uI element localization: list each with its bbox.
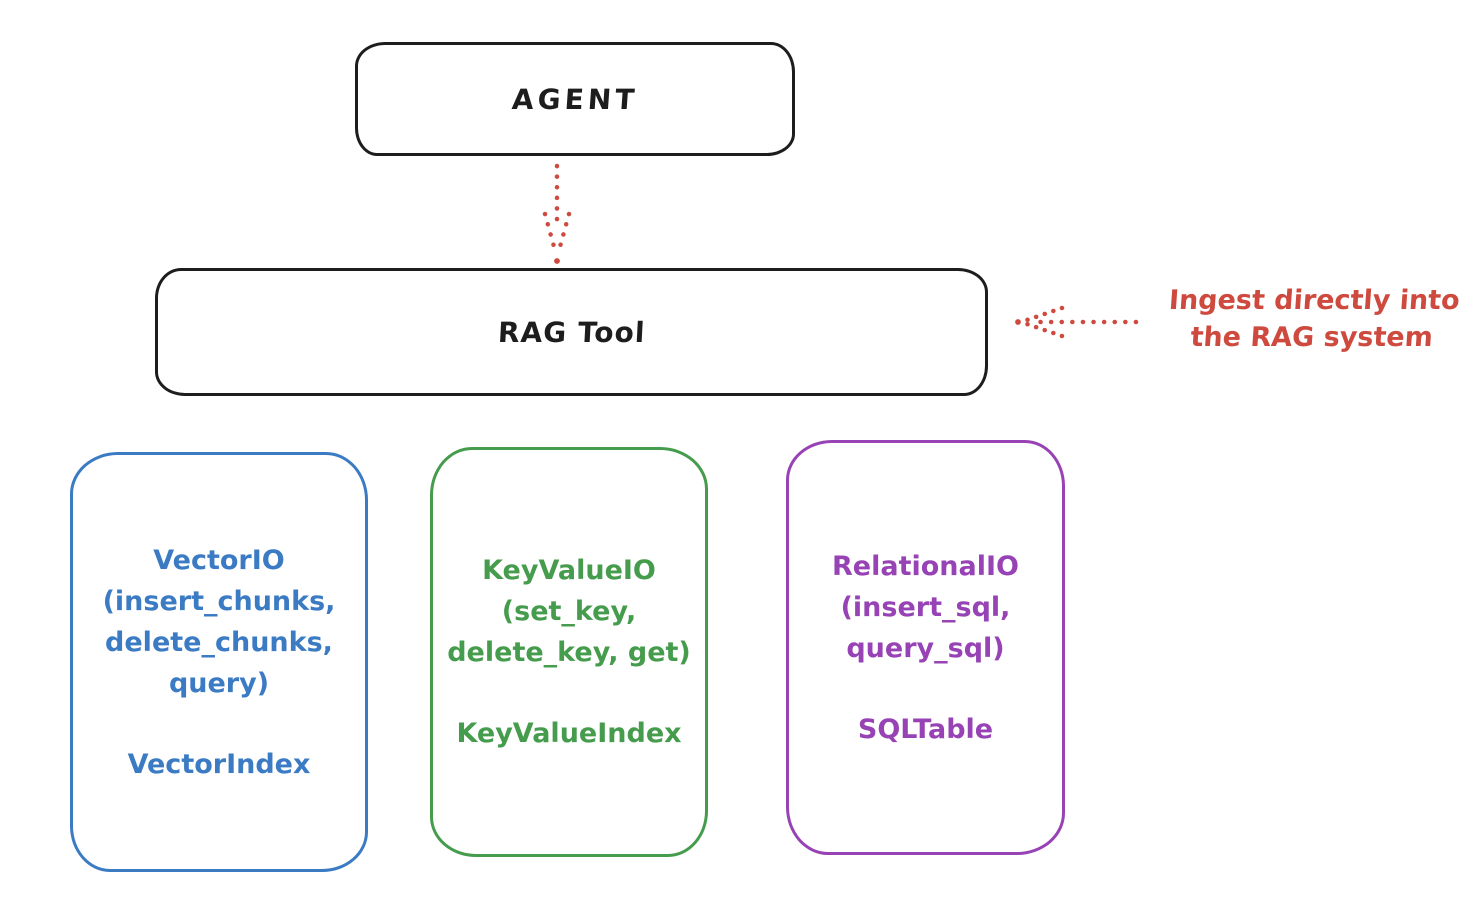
vector-io-title: VectorIO: [153, 544, 285, 576]
relational-io-title: RelationalIO: [832, 550, 1019, 582]
relational-io-methods-line1: (insert_sql,: [840, 591, 1011, 623]
io-box-keyvalue: KeyValueIO (set_key, delete_key, get) Ke…: [430, 447, 708, 857]
vector-io-methods-line3: query): [168, 667, 270, 699]
io-box-vector: VectorIO (insert_chunks, delete_chunks, …: [70, 452, 368, 872]
keyvalue-io-methods-line1: (set_key,: [501, 596, 637, 627]
dotted-arrow-down-icon: [542, 163, 572, 264]
rag-tool-node: RAG Tool: [155, 268, 988, 396]
agent-label: AGENT: [510, 82, 640, 116]
relational-io-methods-line2: query_sql): [846, 632, 1005, 664]
io-box-relational: RelationalIO (insert_sql, query_sql) SQL…: [786, 440, 1065, 855]
keyvalue-index-label: KeyValueIndex: [456, 718, 682, 749]
vector-io-methods-line1: (insert_chunks,: [102, 585, 336, 617]
vector-io-methods-line2: delete_chunks,: [105, 626, 333, 658]
keyvalue-io-title: KeyValueIO: [482, 555, 656, 586]
agent-node: AGENT: [355, 42, 795, 156]
dotted-arrow-left-icon: [1015, 305, 1139, 339]
ingest-annotation: Ingest directly into the RAG system: [1139, 282, 1484, 356]
ingest-annotation-line1: Ingest directly into: [1167, 285, 1461, 316]
ingest-annotation-line2: the RAG system: [1189, 322, 1434, 353]
vector-index-label: VectorIndex: [127, 748, 311, 780]
rag-tool-label: RAG Tool: [496, 315, 647, 349]
keyvalue-io-methods-line2: delete_key, get): [447, 637, 691, 668]
sqltable-label: SQLTable: [857, 713, 994, 745]
